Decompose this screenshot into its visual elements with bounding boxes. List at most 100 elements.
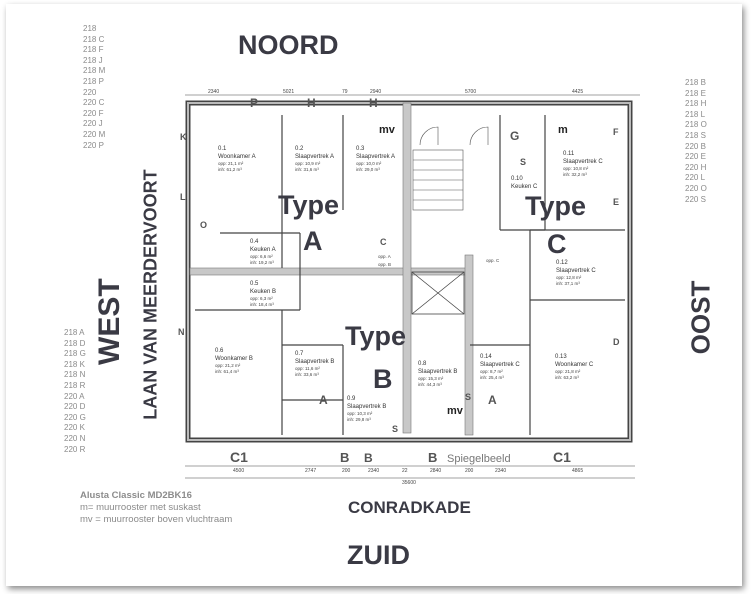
unit-number: 218 B	[685, 78, 706, 87]
svg-text:C1: C1	[230, 449, 248, 465]
svg-text:inh: 33,6 m³: inh: 33,6 m³	[295, 372, 319, 377]
dimension-label: 200	[342, 468, 351, 474]
interior-walls	[195, 115, 625, 435]
svg-text:Slaapvertrek A: Slaapvertrek A	[295, 154, 334, 160]
unit-list-bottom-left: 218 A 218 D 218 G 218 K 218 N 218 R 220 …	[64, 328, 86, 455]
unit-number: 220 J	[83, 119, 103, 129]
svg-text:A: A	[319, 393, 328, 407]
svg-text:inh: 31,6 m³: inh: 31,6 m³	[295, 167, 319, 172]
unit-number: 220 F	[83, 108, 104, 118]
svg-text:opp: 11,6 m²: opp: 11,6 m²	[295, 366, 320, 371]
svg-text:Spiegelbeeld: Spiegelbeeld	[447, 453, 511, 465]
legend: Alusta Classic MD2BK16 m= muurrooster me…	[80, 490, 232, 526]
unit-number: 218 N	[64, 370, 86, 380]
svg-text:C1: C1	[553, 449, 571, 465]
svg-text:opp: 21,8 m²: opp: 21,8 m²	[555, 369, 581, 374]
dimension-label: 4500	[233, 468, 244, 474]
svg-text:B: B	[428, 450, 437, 465]
svg-text:0.1: 0.1	[218, 146, 227, 152]
walls	[185, 100, 633, 443]
svg-text:inh: 29,0 m³: inh: 29,0 m³	[356, 167, 380, 172]
svg-text:opp: 21,2 m²: opp: 21,2 m²	[215, 363, 241, 368]
svg-text:Slaapvertrek C: Slaapvertrek C	[556, 268, 596, 274]
unit-number: 220 C	[83, 98, 105, 108]
svg-text:Slaapvertrek B: Slaapvertrek B	[295, 359, 334, 365]
svg-text:inh: 18,4 m³: inh: 18,4 m³	[250, 302, 274, 307]
svg-text:Slaapvertrek C: Slaapvertrek C	[480, 362, 520, 368]
unit-number: 220 L	[685, 173, 706, 183]
dimension-label: 22	[402, 468, 408, 474]
svg-text:opp. A: opp. A	[378, 254, 391, 259]
unit-number: 220 O	[685, 183, 707, 193]
svg-text:mv: mv	[379, 124, 396, 136]
svg-text:0.2: 0.2	[295, 146, 304, 152]
unit-number: 220 H	[685, 162, 707, 172]
dimension-label: 79	[342, 89, 348, 95]
dimension-label: 4425	[572, 89, 583, 95]
svg-text:m: m	[558, 124, 568, 136]
svg-text:F: F	[613, 127, 619, 137]
unit-number: 218 L	[685, 109, 706, 119]
legend-m: m= muurrooster met suskast	[80, 502, 201, 513]
svg-text:Keuken C: Keuken C	[511, 184, 538, 190]
svg-text:opp: 10,9 m²: opp: 10,9 m²	[295, 161, 321, 166]
unit-number: 218 K	[64, 359, 85, 369]
svg-text:inh: 25,4 m³: inh: 25,4 m³	[480, 375, 504, 380]
svg-text:0.4: 0.4	[250, 239, 259, 245]
unit-list-top-left: 218 218 C 218 F 218 J 218 M 218 P 220 22…	[83, 24, 105, 151]
svg-text:inh: 44,3 m³: inh: 44,3 m³	[418, 382, 442, 387]
dimension-label: 5021	[283, 89, 294, 95]
svg-text:Slaapvertrek C: Slaapvertrek C	[563, 159, 603, 165]
svg-text:B: B	[364, 451, 373, 465]
elevator	[411, 271, 465, 315]
dimension-total: 35600	[402, 480, 416, 486]
unit-number: 218 P	[83, 76, 104, 86]
svg-text:inh: 37,1 m³: inh: 37,1 m³	[556, 281, 580, 286]
svg-text:0.7: 0.7	[295, 351, 304, 357]
type-c-letter: C	[547, 229, 567, 259]
svg-text:Woonkamer B: Woonkamer B	[215, 356, 253, 362]
dimension-lines	[185, 94, 640, 479]
svg-text:Keuken B: Keuken B	[250, 289, 276, 295]
compass-south: ZUID	[347, 540, 410, 570]
street-south: CONRADKADE	[348, 498, 471, 517]
svg-text:0.3: 0.3	[356, 146, 365, 152]
unit-number: 220 G	[64, 412, 86, 422]
unit-number: 218 O	[685, 120, 707, 130]
svg-text:0.10: 0.10	[511, 176, 523, 182]
dimension-label: 2840	[430, 468, 441, 474]
legend-mv: mv = muurrooster boven vluchtraam	[80, 514, 233, 525]
svg-text:inh: 32,2 m³: inh: 32,2 m³	[563, 172, 587, 177]
svg-text:0.12: 0.12	[556, 260, 568, 266]
unit-number: 220 M	[83, 129, 106, 139]
unit-number: 220 E	[685, 152, 706, 162]
facade-markers: mv m mv G S P H H A A B F E D N L K O C …	[178, 96, 620, 465]
unit-number: 218 A	[64, 328, 85, 337]
dimension-label: 2340	[495, 468, 506, 474]
svg-text:opp. B: opp. B	[378, 262, 391, 267]
svg-text:L: L	[180, 192, 186, 202]
dimension-label: 4865	[572, 468, 583, 474]
svg-text:inh: 61,2 m³: inh: 61,2 m³	[218, 167, 242, 172]
svg-text:0.9: 0.9	[347, 396, 356, 402]
unit-number: 218 J	[83, 55, 103, 65]
unit-number: 220 D	[64, 402, 86, 412]
svg-text:Slaapvertrek B: Slaapvertrek B	[347, 404, 386, 410]
unit-list-right: 218 B 218 E 218 H 218 L 218 O 218 S 220 …	[685, 78, 707, 205]
unit-number: 218 E	[685, 88, 706, 98]
svg-text:opp. C: opp. C	[486, 258, 500, 263]
dimension-label: 2747	[305, 468, 316, 474]
type-a-letter: A	[303, 226, 323, 256]
svg-text:Slaapvertrek A: Slaapvertrek A	[356, 154, 395, 160]
